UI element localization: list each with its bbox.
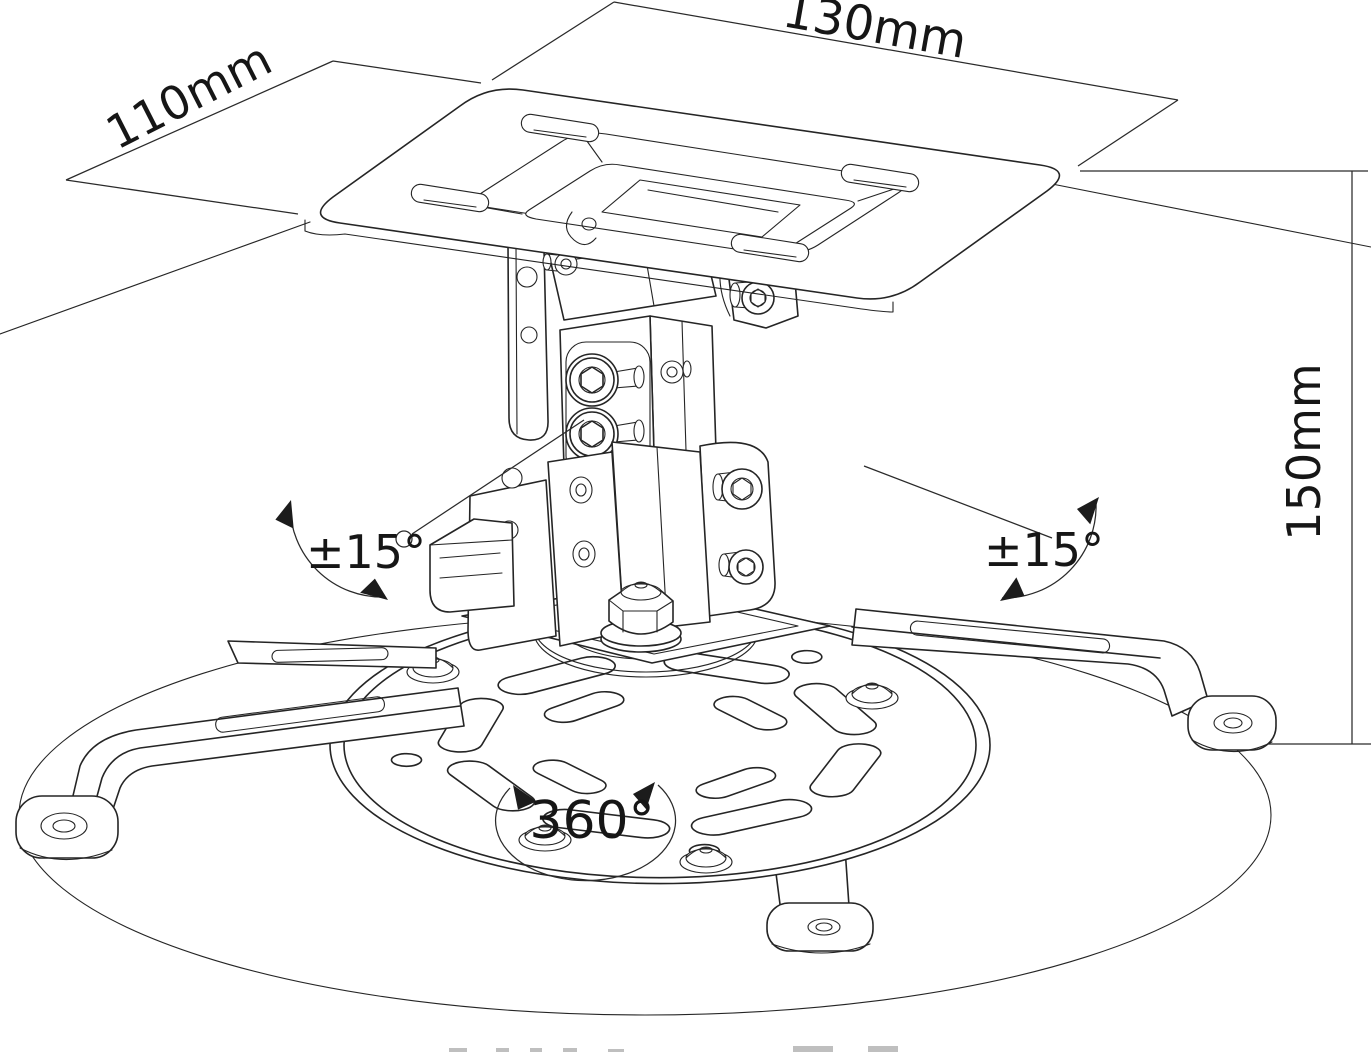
tilt-bolt-upper — [565, 353, 645, 407]
dimension-150: 150mm — [1080, 170, 1371, 745]
ceiling-plane-lines — [0, 181, 1371, 335]
tilt-annotation-right: ±15° — [863, 465, 1104, 601]
swivel-label: 360° — [529, 791, 654, 851]
swivel-annotation: 360° — [494, 782, 677, 882]
plate-slots — [410, 113, 920, 263]
spider-arm-rear-left — [227, 640, 437, 669]
bottom-edge-artifacts — [449, 1046, 898, 1052]
spider-arm-right — [851, 608, 1277, 753]
set-screw — [542, 252, 578, 276]
l-bracket — [429, 518, 515, 613]
center-lock-nut — [600, 581, 682, 653]
dim-110-label: 110mm — [97, 31, 280, 160]
dim-150-label: 150mm — [1277, 363, 1331, 540]
pivot-bolt-lower — [718, 549, 764, 585]
ceiling-plate — [304, 88, 1061, 313]
pivot-bolt-upper — [712, 468, 763, 510]
dim-130-label: 130mm — [779, 0, 971, 70]
tilt-left-label: ±15° — [306, 525, 426, 579]
tilt-annotation-left: ±15° — [275, 419, 585, 600]
tilt-right-label: ±15° — [984, 523, 1104, 577]
arm-side-screw — [660, 360, 692, 384]
spider-arm-left — [15, 687, 465, 861]
